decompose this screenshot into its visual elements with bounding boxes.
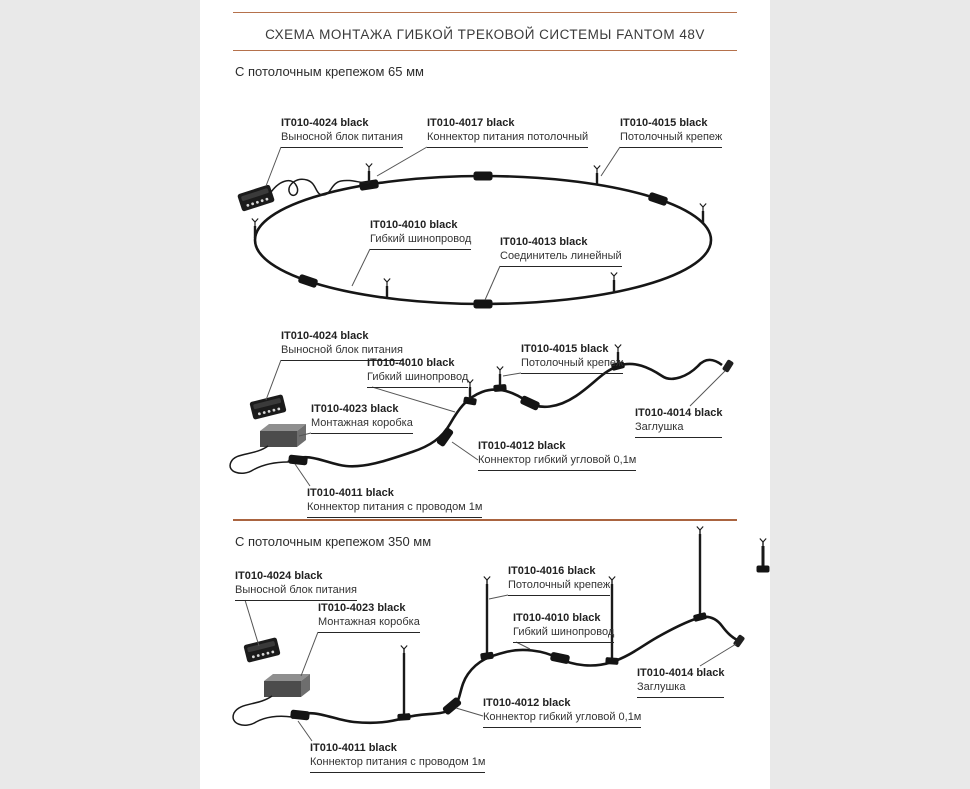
part-desc: Заглушка (635, 421, 684, 433)
part-label-4017-d1: IT010-4017 black Коннектор питания потол… (427, 116, 589, 148)
part-desc: Коннектор питания с проводом 1м (307, 501, 483, 513)
standalone-rod-350 (756, 537, 770, 573)
power-supply-unit-d3 (243, 637, 281, 663)
part-label-4012-d2: IT010-4012 black Коннектор гибкий углово… (478, 439, 637, 471)
part-desc: Коннектор питания с проводом 1м (310, 756, 486, 768)
power-cable-d3 (232, 695, 293, 726)
power-supply-unit-d1 (237, 184, 275, 212)
part-code: IT010-4013 black (500, 236, 588, 248)
part-desc: Потолочный крепеж (521, 357, 624, 369)
part-desc: Соединитель линейный (500, 250, 622, 262)
part-desc: Коннектор гибкий угловой 0,1м (478, 454, 637, 466)
power-cable-d2 (229, 445, 289, 474)
part-code: IT010-4015 black (620, 117, 708, 129)
title-underline-rule (233, 50, 737, 51)
part-label-4011-d3: IT010-4011 black Коннектор питания с про… (310, 741, 486, 773)
part-desc: Заглушка (637, 681, 686, 693)
part-label-4013-d1: IT010-4013 black Соединитель линейный (500, 235, 622, 267)
page-title: СХЕМА МОНТАЖА ГИБКОЙ ТРЕКОВОЙ СИСТЕМЫ FA… (265, 27, 705, 42)
part-label-4024-d3: IT010-4024 black Выносной блок питания (235, 569, 357, 601)
top-rule (233, 12, 737, 13)
part-desc: Выносной блок питания (235, 584, 357, 596)
part-code: IT010-4010 black (370, 219, 458, 231)
part-code: IT010-4016 black (508, 565, 596, 577)
part-label-4024-d2: IT010-4024 black Выносной блок питания (281, 329, 403, 361)
part-label-4015-d1: IT010-4015 black Потолочный крепеж (620, 116, 723, 148)
part-desc: Выносной блок питания (281, 344, 403, 356)
section-heading-65: С потолочным крепежом 65 мм (235, 64, 424, 79)
power-supply-unit-d2 (249, 394, 287, 420)
part-code: IT010-4015 black (521, 343, 609, 355)
part-code: IT010-4012 black (483, 697, 571, 709)
part-desc: Потолочный крепеж (508, 579, 611, 591)
part-label-4012-d3: IT010-4012 black Коннектор гибкий углово… (483, 696, 642, 728)
part-code: IT010-4012 black (478, 440, 566, 452)
part-label-4014-d3: IT010-4014 black Заглушка (637, 666, 725, 698)
part-label-4010-d1: IT010-4010 black Гибкий шинопровод (370, 218, 472, 250)
part-code: IT010-4010 black (367, 357, 455, 369)
part-label-4014-d2: IT010-4014 black Заглушка (635, 406, 723, 438)
end-cap-d3 (732, 634, 746, 648)
part-desc: Гибкий шинопровод (513, 626, 615, 638)
part-label-4023-d3: IT010-4023 black Монтажная коробка (318, 601, 420, 633)
part-code: IT010-4024 black (281, 117, 369, 129)
part-desc: Гибкий шинопровод (367, 371, 469, 383)
part-code: IT010-4024 black (281, 330, 369, 342)
part-label-4016-d3: IT010-4016 black Потолочный крепеж (508, 564, 611, 596)
part-code: IT010-4023 black (311, 403, 399, 415)
part-label-4015-d2: IT010-4015 black Потолочный крепеж (521, 342, 624, 374)
part-code: IT010-4011 black (310, 742, 397, 754)
section-heading-350: С потолочным крепежом 350 мм (235, 534, 432, 549)
part-desc: Потолочный крепеж (620, 131, 723, 143)
part-desc: Коннектор гибкий угловой 0,1м (483, 711, 642, 723)
part-code: IT010-4024 black (235, 570, 323, 582)
part-desc: Гибкий шинопровод (370, 233, 472, 245)
suspension-rods-350 (397, 525, 708, 721)
part-label-4024-d1: IT010-4024 black Выносной блок питания (281, 116, 403, 148)
part-desc: Коннектор питания потолочный (427, 131, 589, 143)
part-desc: Выносной блок питания (281, 131, 403, 143)
part-code: IT010-4023 black (318, 602, 406, 614)
part-code: IT010-4011 black (307, 487, 394, 499)
part-label-4023-d2: IT010-4023 black Монтажная коробка (311, 402, 413, 434)
part-code: IT010-4014 black (637, 667, 725, 679)
end-cap-d2 (721, 359, 735, 373)
part-label-4010-d3: IT010-4010 black Гибкий шинопровод (513, 611, 615, 643)
part-desc: Монтажная коробка (318, 616, 420, 628)
part-label-4011-d2: IT010-4011 black Коннектор питания с про… (307, 486, 483, 518)
part-desc: Монтажная коробка (311, 417, 413, 429)
mounting-box-d3 (264, 674, 310, 697)
power-cable-d1 (270, 178, 370, 197)
ceiling-pins-65-d1 (250, 162, 708, 300)
section-divider-rule (233, 519, 737, 521)
part-code: IT010-4010 black (513, 612, 601, 624)
part-code: IT010-4014 black (635, 407, 723, 419)
leader-lines (244, 146, 737, 742)
part-label-4010-d2: IT010-4010 black Гибкий шинопровод (367, 356, 469, 388)
part-code: IT010-4017 black (427, 117, 515, 129)
